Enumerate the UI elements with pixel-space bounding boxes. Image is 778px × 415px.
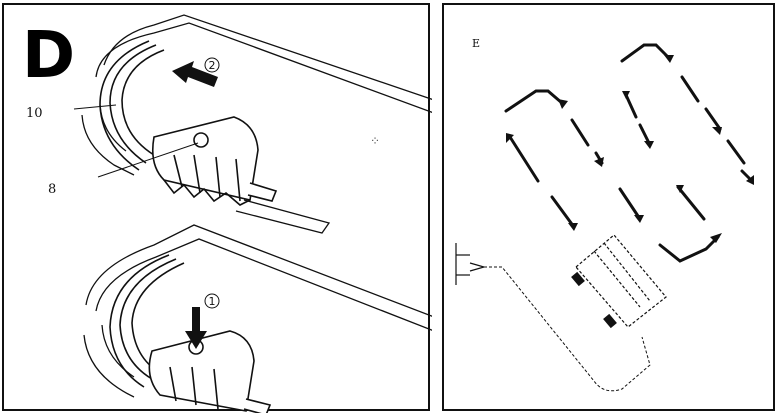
panel-e-label: E — [472, 37, 480, 50]
scratch-mark: ⁘ — [370, 134, 380, 148]
power-cable — [484, 266, 651, 392]
robot-cleaner — [575, 234, 667, 328]
panel-e-illustration: E — [455, 37, 754, 392]
callout-10-label: 10 — [26, 106, 43, 121]
cleaning-path — [504, 43, 754, 263]
upper-pipe — [99, 40, 165, 171]
step-2-number: 2 — [209, 59, 216, 72]
panel-e: E — [442, 3, 775, 411]
push-arrow-step-2: 2 — [172, 57, 220, 87]
wall-outlet — [455, 243, 487, 285]
callout-8-label: 8 — [48, 182, 56, 197]
callout-8-leader — [97, 142, 199, 178]
lower-tray — [83, 224, 432, 398]
panel-d-label: D — [22, 19, 75, 93]
upper-clip — [151, 116, 278, 206]
panel-d: D — [2, 3, 432, 413]
push-arrow-step-1: 1 — [185, 293, 220, 349]
path-arrowheads — [506, 55, 754, 243]
upper-strip — [235, 199, 331, 234]
lower-pipe — [109, 254, 185, 388]
lower-clip — [148, 330, 272, 413]
callout-10-leader — [73, 104, 117, 110]
panel-d-illustration: D — [22, 14, 432, 413]
robot-wheels — [571, 271, 617, 329]
step-1-number: 1 — [209, 295, 216, 308]
